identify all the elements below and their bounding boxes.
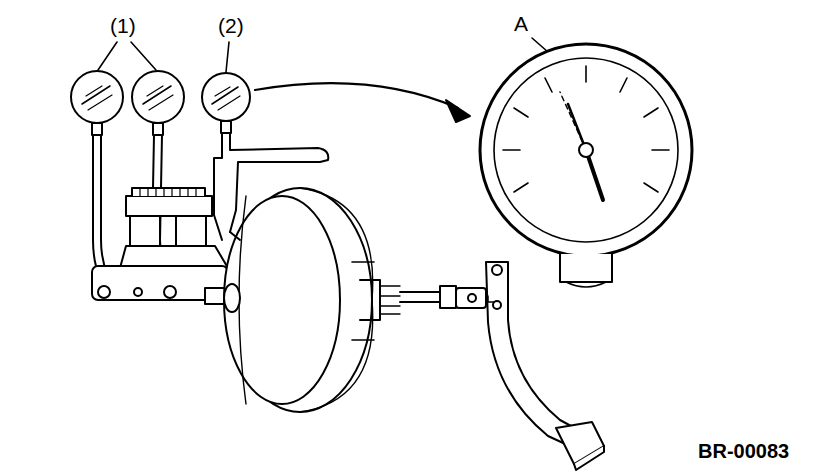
master-cylinder <box>92 188 229 304</box>
brake-booster <box>224 188 373 412</box>
view-letter: A <box>512 12 530 35</box>
callout-arrow <box>255 83 470 122</box>
figure-code: BR-00083 <box>696 440 791 462</box>
leader-lines <box>98 38 548 72</box>
enlarged-gauge <box>480 44 692 287</box>
callout-number: (1) <box>108 14 138 37</box>
pressure-gauges <box>71 71 184 135</box>
push-rod <box>352 262 486 340</box>
callout-number: (2) <box>216 14 246 37</box>
brake-pedal <box>486 262 604 470</box>
vacuum-gauge <box>202 73 250 133</box>
